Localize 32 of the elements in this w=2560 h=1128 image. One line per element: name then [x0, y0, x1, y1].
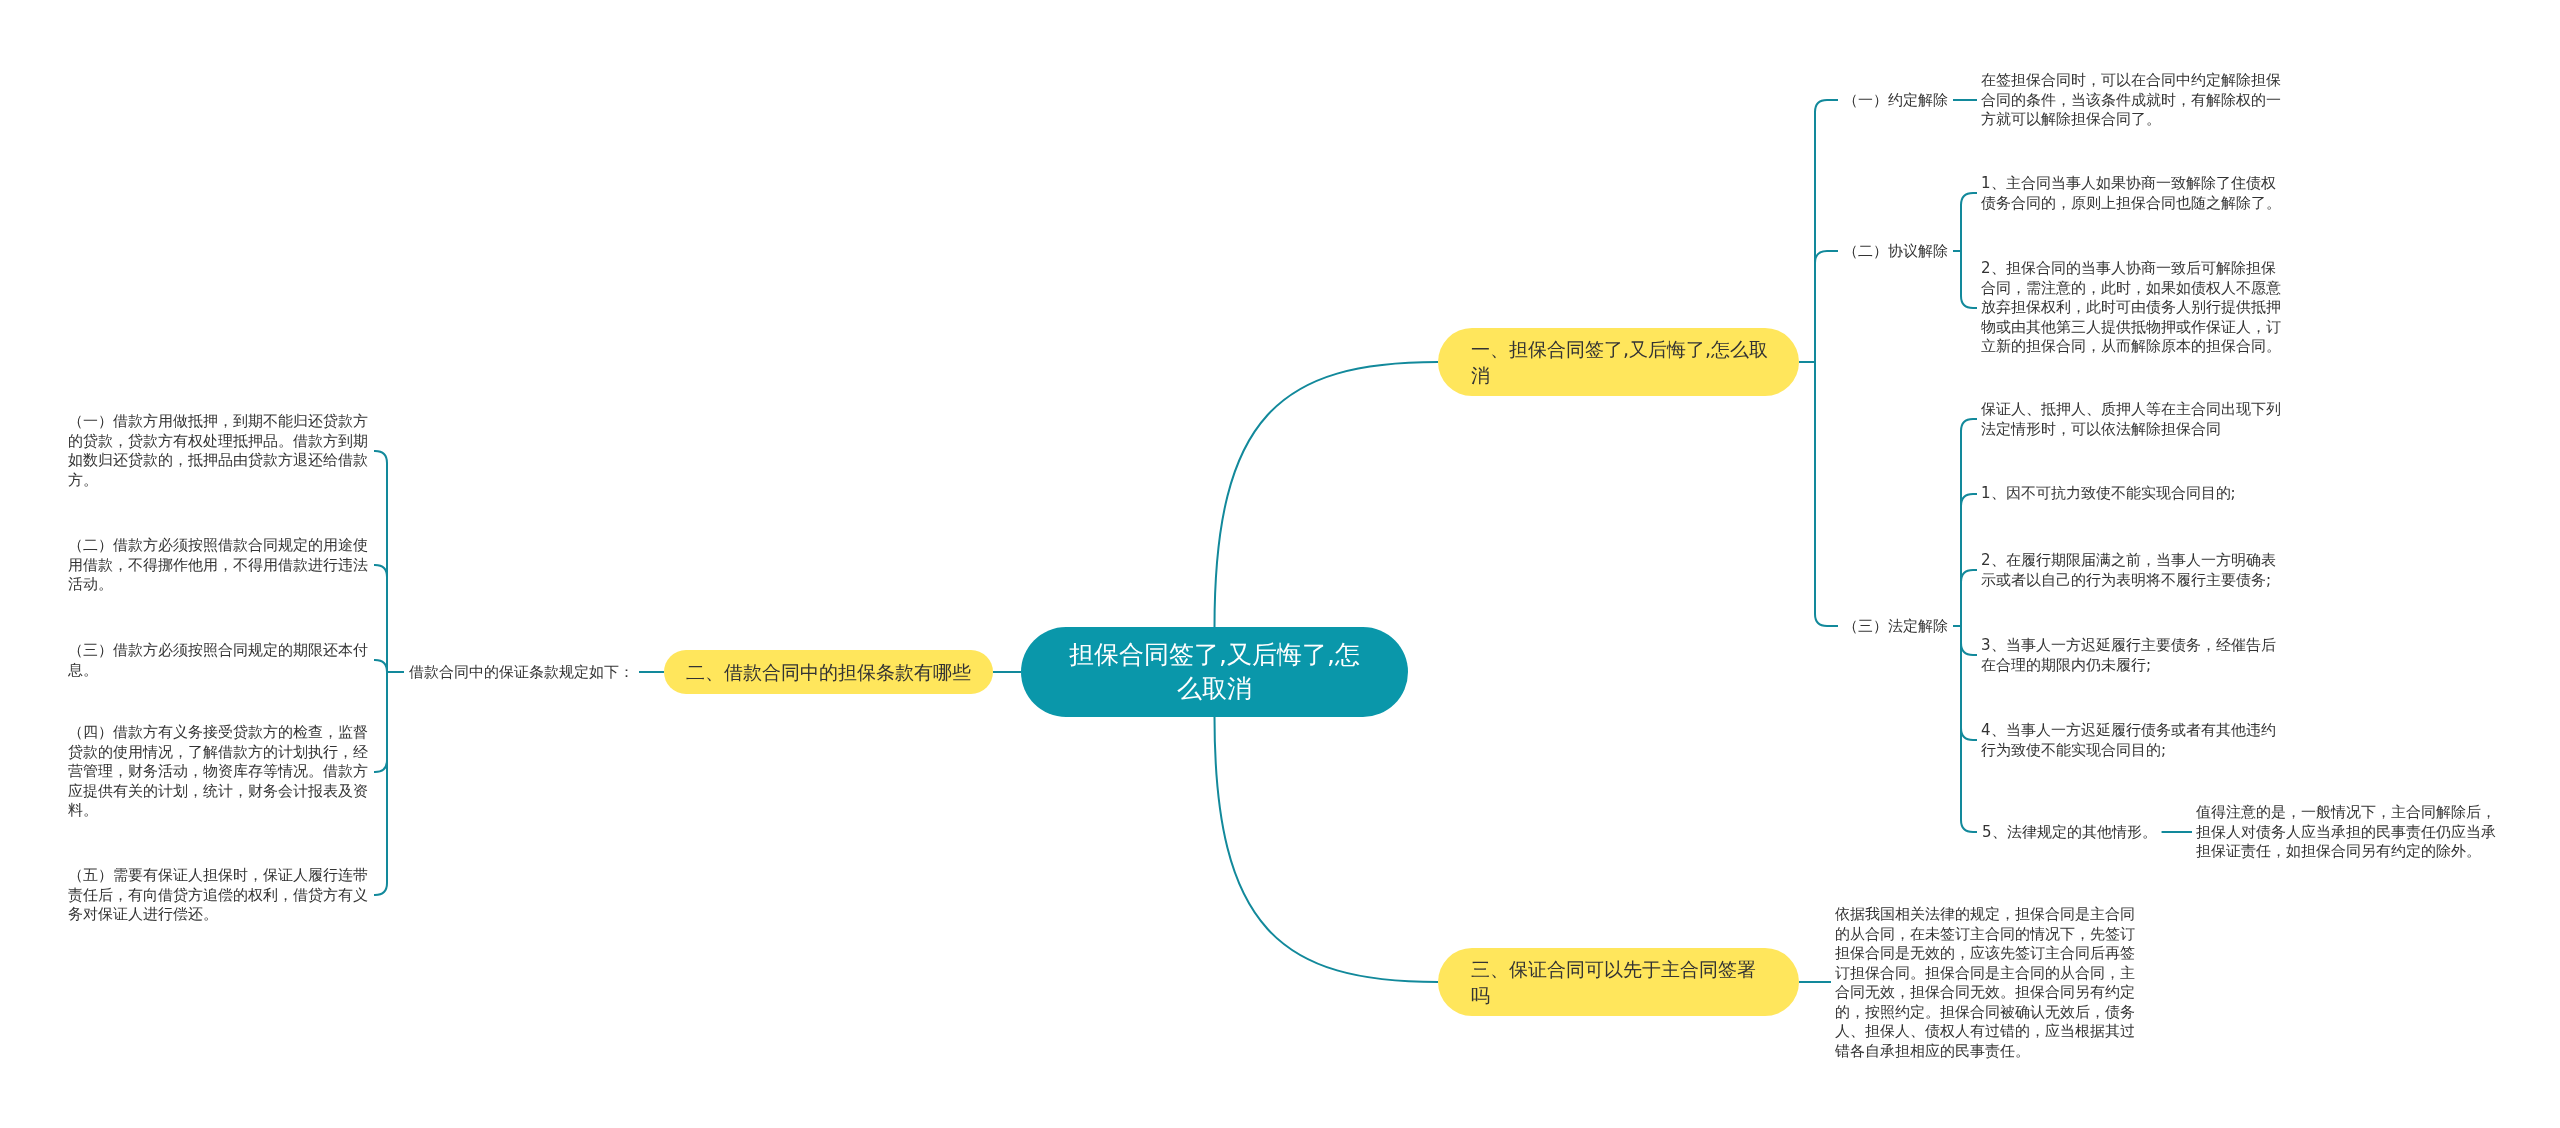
subtopic-label: 借款合同中的保证条款规定如下： [404, 662, 639, 682]
note-text: 依据我国相关法律的规定，担保合同是主合同的从合同，在未签订主合同的情况下，先签订担保合同是无效的，应该先签订主合同后再签订担保合同。担保合同是主合同的从合同，主合同无效，担保合同无效。担保合同另有约定的，按照约定。担保合同被确认无效后，债务人、担保人、债权人有过错的，应当根据其过错各自承担相应的民事责任。 [1831, 905, 2141, 1061]
note-text: 1、主合同当事人如果协商一致解除了住债权债务合同的，原则上担保合同也随之解除了。 [1977, 173, 2287, 213]
note-text: （三）借款方必须按照合同规定的期限还本付息。 [64, 640, 374, 680]
connector-line [1798, 361, 1839, 627]
note-text: 在签担保合同时，可以在合同中约定解除担保合同的条件，当该条件成就时，有解除权的一方就可以解除担保合同了。 [1977, 70, 2287, 130]
note-text: 2、在履行期限届满之前，当事人一方明确表示或者以自己的行为表明将不履行主要债务; [1977, 550, 2287, 590]
connector-line [638, 671, 665, 673]
note-text: （四）借款方有义务接受贷款方的检查，监督贷款的使用情况，了解借款方的计划执行，经营管理，财务活动，物资库存等情况。借款方应提供有关的计划，统计，财务会计报表及资料。 [64, 723, 374, 821]
subtopic-label: （一）约定解除 [1838, 90, 1953, 110]
subtopic-label: （二）协议解除 [1838, 241, 1953, 261]
note-text: 3、当事人一方迟延履行主要债务，经催告后在合理的期限内仍未履行; [1977, 635, 2287, 675]
connector-line [1213, 361, 1439, 628]
connector-line [1952, 99, 1978, 101]
central-topic: 担保合同签了,又后悔了,怎么取消 [1021, 627, 1408, 717]
subtopic-label: （三）法定解除 [1838, 616, 1953, 636]
connector-line [1213, 716, 1439, 983]
connector-line [2160, 831, 2193, 833]
note-text: 4、当事人一方迟延履行债务或者有其他违约行为致使不能实现合同目的; [1977, 720, 2287, 760]
topic-pill: 三、保证合同可以先于主合同签署吗 [1438, 948, 1799, 1016]
connector-line [1798, 981, 1832, 983]
note-text: 1、因不可抗力致使不能实现合同目的; [1977, 484, 2287, 504]
topic-pill: 一、担保合同签了,又后悔了,怎么取消 [1438, 328, 1799, 396]
topic-pill: 二、借款合同中的担保条款有哪些 [664, 650, 993, 694]
note-text: 值得注意的是，一般情况下，主合同解除后，担保人对债务人应当承担的民事责任仍应当承担保证责任，如担保合同另有约定的除外。 [2192, 802, 2502, 862]
note-text: 2、担保合同的当事人协商一致后可解除担保合同，需注意的，此时，如果如债权人不愿意放弃担保权利，此时可由债务人别行提供抵押物或由其他第三人提供抵物押或作保证人，订立新的担保合同，从而解除原本的担保合同。 [1977, 259, 2287, 357]
note-text: （一）借款方用做抵押，到期不能归还贷款方的贷款，贷款方有权处理抵押品。借款方到期如数归还贷款的，抵押品由贷款方退还给借款方。 [64, 412, 374, 490]
note-text: 5、法律规定的其他情形。 [1977, 822, 2162, 842]
note-text: （五）需要有保证人担保时，保证人履行连带责任后，有向借贷方追偿的权利，借贷方有义务对保证人进行偿还。 [64, 865, 374, 925]
note-text: （二）借款方必须按照借款合同规定的用途使用借款，不得挪作他用，不得用借款进行违法活动。 [64, 535, 374, 595]
connector-line [992, 671, 1022, 673]
note-text: 保证人、抵押人、质押人等在主合同出现下列法定情形时，可以依法解除担保合同 [1977, 399, 2287, 439]
